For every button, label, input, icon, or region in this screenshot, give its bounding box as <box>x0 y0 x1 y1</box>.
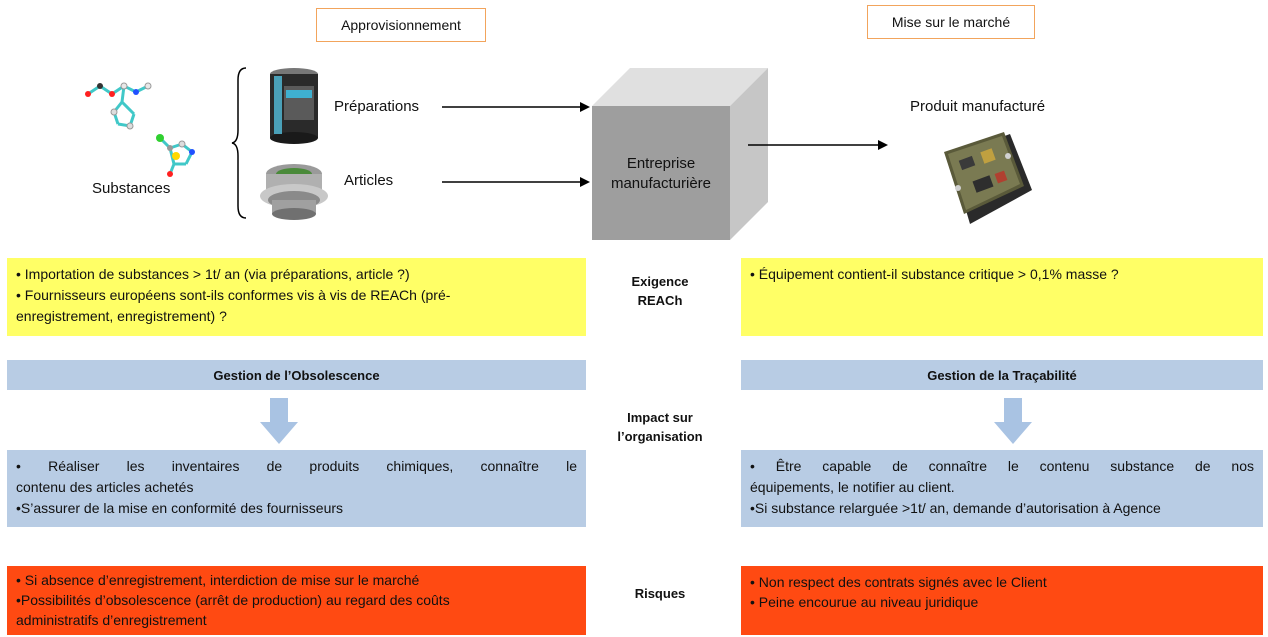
impact-label-line2: l’organisation <box>617 429 703 444</box>
risques-label: Risques <box>634 586 686 601</box>
exigence-label: Exigence REACh <box>590 272 730 310</box>
left-gestion-header: Gestion de l’Obsolescence <box>7 360 586 390</box>
left-risques-box: • Si absence d’enregistrement, interdict… <box>7 566 586 635</box>
right-impact-line: • Être capable de connaître le contenu s… <box>750 458 1254 474</box>
left-risques-line: administratifs d’enregistrement <box>16 612 207 628</box>
molecule-icon <box>156 134 195 177</box>
left-risques-line: •Possibilités d’obsolescence (arrêt de p… <box>16 592 450 608</box>
molecule-icon <box>85 82 152 130</box>
right-arrow-icon <box>748 140 888 150</box>
left-impact-line: •S’assurer de la mise en conformité des … <box>16 500 344 516</box>
right-arrow-icon <box>442 177 590 187</box>
articles-label: Articles <box>344 172 394 189</box>
tag-approvisionnement: Approvisionnement <box>316 8 486 42</box>
exigence-label-line1: Exigence <box>631 274 689 289</box>
left-exigence-line: enregistrement, enregistrement) ? <box>16 308 227 324</box>
left-impact-line: • Réaliser les inventaires de produits c… <box>16 458 577 474</box>
right-impact-line: équipements, le notifier au client. <box>750 479 955 495</box>
tag-mise-sur-marche: Mise sur le marché <box>867 5 1035 39</box>
right-exigence-box: • Équipement contient-il substance criti… <box>741 258 1263 336</box>
left-exigence-line: • Fournisseurs européens sont-ils confor… <box>16 287 451 303</box>
left-risques-line: • Si absence d’enregistrement, interdict… <box>16 572 420 588</box>
right-impact-line: •Si substance relarguée >1t/ an, demande… <box>750 500 1161 516</box>
right-impact-box: • Être capable de connaître le contenu s… <box>741 450 1263 527</box>
preparations-label: Préparations <box>334 98 420 115</box>
left-impact-box: • Réaliser les inventaires de produits c… <box>7 450 586 527</box>
right-risques-box: • Non respect des contrats signés avec l… <box>741 566 1263 635</box>
left-exigence-box: • Importation de substances > 1t/ an (vi… <box>7 258 586 336</box>
left-gestion-title: Gestion de l’Obsolescence <box>213 367 380 383</box>
right-arrow-icon <box>442 102 590 112</box>
circuit-board-icon <box>944 132 1032 224</box>
left-exigence-line: • Importation de substances > 1t/ an (vi… <box>16 266 410 282</box>
right-risques-line: • Peine encourue au niveau juridique <box>750 594 979 610</box>
tag-mise-sur-marche-label: Mise sur le marché <box>891 14 1011 30</box>
impact-label: Impact sur l’organisation <box>590 408 730 446</box>
lubricant-can-icon <box>270 68 318 144</box>
down-arrow-icon <box>260 398 298 444</box>
right-exigence-line: • Équipement contient-il substance criti… <box>750 266 1119 282</box>
entreprise-cube <box>592 68 768 240</box>
entreprise-label: Entreprise manufacturière <box>592 154 730 194</box>
entreprise-label-line2: manufacturière <box>610 175 712 192</box>
right-risques-line: • Non respect des contrats signés avec l… <box>750 574 1047 590</box>
substances-label: Substances <box>92 180 171 197</box>
exigence-label-line2: REACh <box>637 293 683 308</box>
produit-label: Produit manufacturé <box>910 98 1046 115</box>
entreprise-label-line1: Entreprise <box>626 155 696 172</box>
tag-approvisionnement-label: Approvisionnement <box>341 17 461 33</box>
impact-label-line1: Impact sur <box>627 410 693 425</box>
metal-fitting-icon <box>260 164 328 220</box>
down-arrow-icon <box>994 398 1032 444</box>
right-gestion-header: Gestion de la Traçabilité <box>741 360 1263 390</box>
brace <box>231 67 247 219</box>
left-impact-line: contenu des articles achetés <box>16 479 194 495</box>
right-gestion-title: Gestion de la Traçabilité <box>927 367 1077 383</box>
